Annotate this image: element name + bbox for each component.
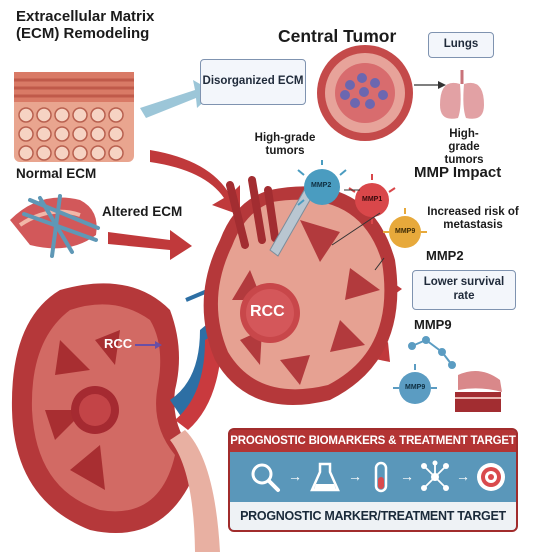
mmp9-label: MMP9 [414,317,452,332]
enzyme-mmp9-top [383,208,427,248]
enzyme-mmp9-top-label: MMP9 [395,228,416,235]
enzyme-mmp1 [348,174,396,224]
prognostic-panel: PROGNOSTIC BIOMARKERS & TREATMENT TARGET… [228,428,518,532]
network-icon [421,460,449,491]
step-arrow-1: → [288,468,302,484]
enzyme-mmp2 [297,160,347,206]
arrow-to-disorganized [140,80,214,118]
test-tube-icon [374,461,388,493]
enzyme-mmp2-label: MMP2 [311,182,332,189]
enzyme-mmp9-bottom [393,364,437,404]
mmp2-label: MMP2 [426,248,464,263]
rcc-center-label: RCC [250,303,285,320]
normal-ecm-illustration [14,72,134,162]
central-tumor-illustration [317,45,413,141]
arrow-altered [108,230,192,260]
mmp-impact-label: MMP Impact [414,164,502,181]
panel-steps: → → → → [230,452,516,502]
flask-icon [310,462,340,492]
ecm-remodeling-title: Extracellular Matrix (ECM) Remodeling [16,8,155,43]
step-arrow-3: → [400,468,414,484]
enzyme-mmp9-bottom-label: MMP9 [405,384,426,391]
high-grade-tumors-left: High-grade tumors [254,132,316,158]
kidney-cross-section [203,176,398,405]
increased-risk-label: Increased risk of metastasis [427,206,519,232]
step-arrow-4: → [456,468,470,484]
tissue-invasion-illustration [455,371,502,412]
high-grade-tumors-right: High-grade tumors [444,128,484,167]
panel-header: PROGNOSTIC BIOMARKERS & TREATMENT TARGET [230,430,516,452]
target-icon [477,463,505,491]
rcc-left-label: RCC [104,336,133,351]
altered-ecm-label: Altered ECM [102,204,183,219]
molecule-cluster [408,336,456,369]
normal-ecm-label: Normal ECM [16,166,97,181]
lower-survival-box: Lower survival rate [412,270,516,310]
altered-ecm-illustration [10,194,100,258]
kidney-left-illustration [11,283,200,534]
lungs-illustration [440,70,484,119]
lungs-box: Lungs [428,32,494,58]
enzyme-mmp1-label: MMP1 [362,196,383,203]
magnifier-icon [251,463,280,492]
disorganized-ecm-box: Disorganized ECM [200,59,306,105]
arrow-to-tumor [150,150,240,215]
panel-footer: PROGNOSTIC MARKER/TREATMENT TARGET [230,502,516,530]
step-arrow-2: → [348,468,362,484]
central-tumor-title: Central Tumor [278,26,397,46]
